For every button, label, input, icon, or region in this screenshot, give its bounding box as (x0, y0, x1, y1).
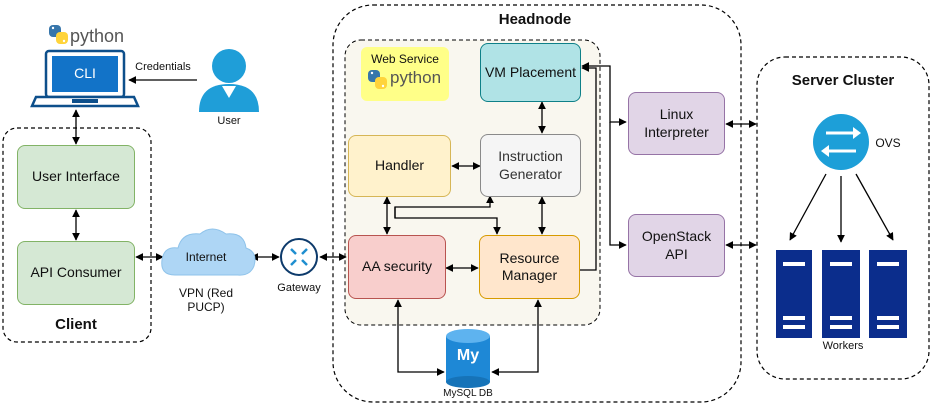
aa-security-box: AA security (348, 235, 446, 299)
connector-aa-db (394, 299, 445, 376)
connector-ovs-worker-1 (789, 173, 827, 241)
vm-placement-label: VM Placement (484, 63, 577, 80)
handler-label: Handler (374, 157, 425, 174)
headnode-title: Headnode (498, 11, 572, 28)
python-logo-text: python (390, 68, 442, 87)
python-logo-text: python (70, 26, 125, 46)
cloud-icon (161, 228, 256, 276)
database-icon (446, 329, 490, 388)
connector-handler-gen-branch (394, 195, 494, 218)
server-icon (822, 250, 860, 338)
linux-interpreter-box: Linux Interpreter (628, 92, 725, 155)
connector-ovs-worker-3 (855, 173, 894, 241)
python-icon (368, 70, 387, 89)
headnode-group (332, 4, 742, 403)
api-consumer-label: API Consumer (30, 264, 122, 281)
server-cluster-group (756, 56, 930, 380)
connector-rm-db (491, 299, 542, 376)
gateway-label: Gateway (277, 282, 321, 294)
user-interface-label: User Interface (32, 168, 120, 185)
openstack-api-label: OpenStack API (641, 228, 712, 262)
server-icon (869, 250, 907, 338)
client-title: Client (55, 316, 97, 333)
server-icon (776, 250, 812, 338)
ovs-label: OVS (875, 136, 901, 150)
user-icon (199, 49, 259, 112)
aa-security-label: AA security (361, 258, 433, 275)
resource-manager-box: Resource Manager (479, 235, 580, 299)
python-icon (49, 25, 68, 44)
laptop-icon (30, 49, 140, 108)
switch-icon (813, 114, 869, 170)
mysql-logo-text: My (456, 347, 480, 364)
instruction-generator-box: Instruction Generator (480, 134, 581, 197)
web-service-label: Web Service (371, 52, 439, 66)
user-interface-box: User Interface (17, 145, 135, 209)
server-cluster-title: Server Cluster (791, 72, 895, 89)
user-label: User (217, 115, 241, 127)
connector-vm-linux (581, 62, 627, 126)
cli-label: CLI (74, 65, 96, 81)
router-icon (280, 238, 318, 276)
credentials-label: Credentials (135, 61, 191, 73)
vpn-label: VPN (Red PUCP) (178, 286, 234, 314)
handler-box: Handler (348, 135, 451, 197)
vm-placement-box: VM Placement (480, 43, 581, 102)
workers-label: Workers (822, 340, 864, 352)
openstack-api-box: OpenStack API (628, 214, 725, 277)
mysql-db-label: MySQL DB (443, 388, 493, 399)
api-consumer-box: API Consumer (17, 241, 135, 305)
instruction-generator-label: Instruction Generator (498, 148, 563, 182)
connector-vm-openstack (609, 122, 627, 249)
linux-interpreter-label: Linux Interpreter (644, 106, 709, 140)
resource-manager-label: Resource Manager (499, 249, 560, 284)
internet-label: Internet (185, 250, 227, 264)
